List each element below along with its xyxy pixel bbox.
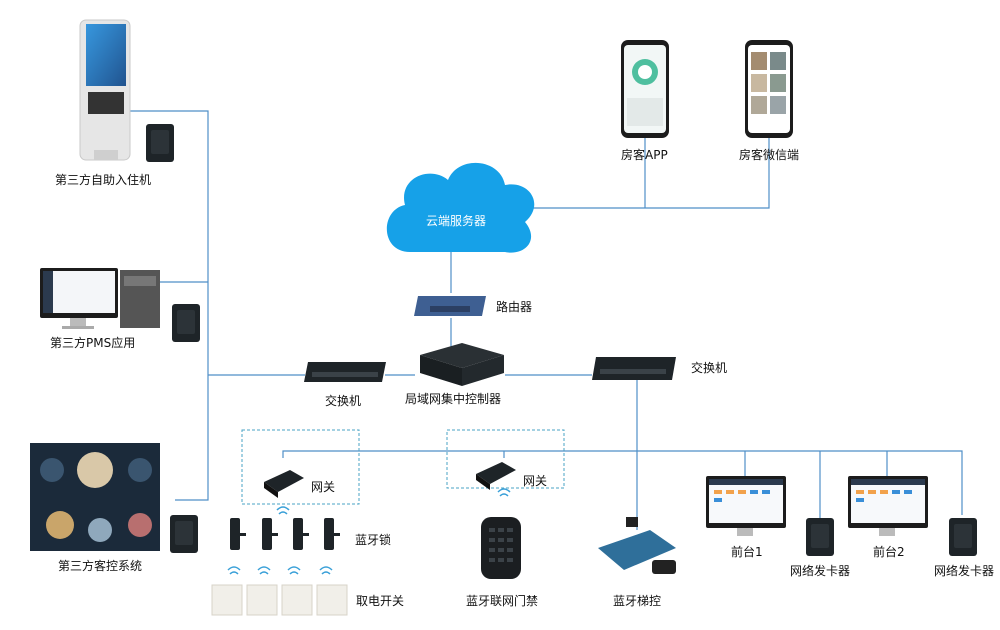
gateway-device-1 bbox=[264, 470, 304, 498]
connection-lines bbox=[130, 110, 963, 530]
label-power-switch: 取电开关 bbox=[356, 594, 405, 608]
label-pms: 第三方PMS应用 bbox=[50, 336, 136, 350]
kiosk-device bbox=[79, 19, 131, 161]
label-switch-right: 交换机 bbox=[691, 361, 728, 375]
pms-server-tower bbox=[120, 270, 160, 328]
bluetooth-access-device bbox=[481, 517, 521, 579]
card-issuer-2-device bbox=[949, 518, 977, 556]
label-guest-app: 房客APP bbox=[621, 148, 668, 162]
label-router: 路由器 bbox=[496, 300, 533, 314]
cloud-server-shape bbox=[386, 162, 535, 253]
switch-left-device bbox=[304, 362, 386, 382]
label-switch-left: 交换机 bbox=[325, 394, 362, 408]
switch-right-device bbox=[592, 357, 676, 380]
gateway-device-2 bbox=[476, 462, 516, 490]
card-issuer-1-device bbox=[806, 518, 834, 556]
wifi-signal-icons bbox=[227, 488, 511, 575]
label-card-issuer-1: 网络发卡器 bbox=[790, 564, 851, 578]
card-reader-kiosk bbox=[146, 124, 174, 162]
room-control-image bbox=[30, 443, 160, 551]
front-desk-monitor-1 bbox=[706, 476, 786, 536]
router-device bbox=[414, 296, 486, 316]
phone-wechat bbox=[745, 40, 793, 138]
label-card-issuer-2: 网络发卡器 bbox=[934, 564, 995, 578]
gateway-box-1 bbox=[241, 429, 360, 505]
gateway-box-2 bbox=[446, 429, 565, 489]
label-guest-wechat: 房客微信端 bbox=[739, 148, 800, 162]
card-reader-room-control bbox=[170, 515, 198, 553]
label-front-desk-2: 前台2 bbox=[873, 545, 905, 559]
phone-app bbox=[621, 40, 669, 138]
label-kiosk: 第三方自助入住机 bbox=[55, 173, 152, 187]
label-cloud: 云端服务器 bbox=[426, 214, 487, 228]
label-bt-access: 蓝牙联网门禁 bbox=[466, 594, 539, 608]
label-controller: 局域网集中控制器 bbox=[405, 392, 502, 406]
label-room-control: 第三方客控系统 bbox=[58, 559, 143, 573]
front-desk-monitor-2 bbox=[848, 476, 928, 536]
label-gateway-1: 网关 bbox=[311, 480, 336, 494]
controller-device bbox=[420, 343, 504, 386]
pms-monitor bbox=[40, 268, 118, 329]
label-gateway-2: 网关 bbox=[523, 474, 548, 488]
bluetooth-elevator-device bbox=[598, 517, 676, 574]
label-front-desk-1: 前台1 bbox=[731, 545, 763, 559]
card-reader-pms bbox=[172, 304, 200, 342]
label-bt-lock: 蓝牙锁 bbox=[355, 533, 392, 547]
bluetooth-locks bbox=[230, 518, 340, 550]
label-bt-elevator: 蓝牙梯控 bbox=[613, 594, 662, 608]
power-switches bbox=[211, 584, 348, 616]
